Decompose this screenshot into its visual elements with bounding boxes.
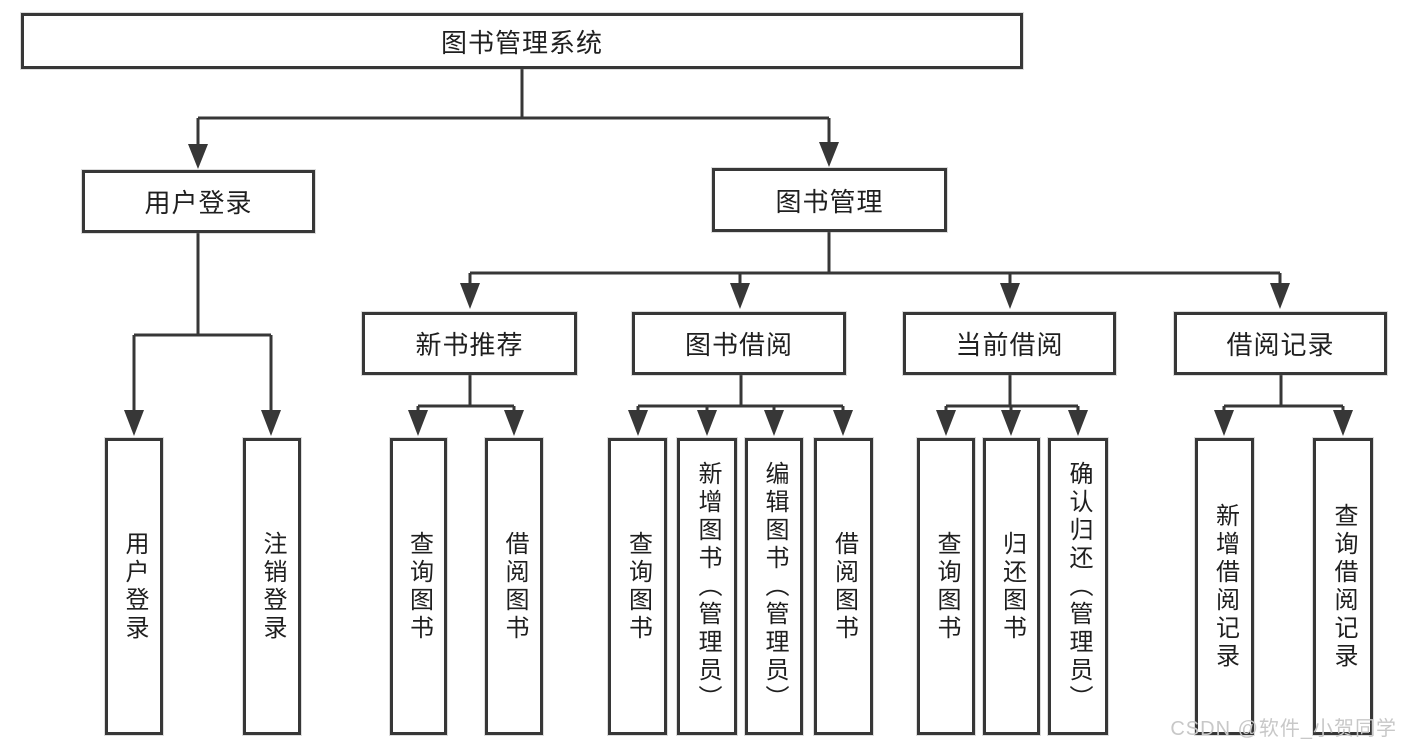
leaf-query-borrow-record: 查询借阅记录: [1313, 438, 1373, 735]
leaf-add-borrow-record: 新增借阅记录: [1195, 438, 1254, 735]
arrowheads-borrow-leaves: [628, 410, 853, 436]
node-label: 新增借阅记录: [1211, 502, 1239, 671]
leaf-recommend-borrow-books: 借阅图书: [485, 438, 543, 735]
node-book-management: 图书管理: [712, 168, 947, 232]
node-label: 借阅图书: [501, 530, 528, 643]
arrowheads-recommend-leaves: [408, 410, 524, 436]
node-label: 查询图书: [624, 530, 652, 643]
node-borrowing-records: 借阅记录: [1174, 312, 1387, 375]
node-label: 图书借阅: [684, 330, 793, 360]
leaf-current-query-books: 查询图书: [917, 438, 975, 735]
leaf-confirm-return-admin: 确认归还（管理员）: [1048, 438, 1108, 735]
arrowheads-current-leaves: [936, 410, 1088, 436]
leaf-borrow-query-books: 查询图书: [608, 438, 667, 735]
node-label: 确认归还（管理员）: [1065, 460, 1092, 713]
connector-current-to-leaves: [944, 375, 1080, 411]
node-label: 查询借阅记录: [1330, 502, 1357, 671]
node-label: 图书管理: [775, 186, 884, 217]
node-label: 新书推荐: [415, 330, 524, 360]
node-new-book-recommendation: 新书推荐: [362, 312, 577, 375]
node-book-borrowing: 图书借阅: [632, 312, 846, 375]
connector-records-to-leaves: [1222, 375, 1345, 411]
node-label: 查询图书: [405, 530, 433, 643]
node-label: 归还图书: [998, 530, 1026, 643]
node-user-login: 用户登录: [82, 170, 315, 233]
node-label: 用户登录: [121, 530, 148, 643]
node-label: 用户登录: [144, 188, 253, 218]
leaf-borrow-books: 借阅图书: [814, 438, 873, 735]
node-library-management-system: 图书管理系统: [21, 13, 1023, 69]
node-label: 新增图书（管理员）: [694, 460, 721, 713]
node-label: 注销登录: [259, 530, 286, 643]
leaf-edit-books-admin: 编辑图书（管理员）: [745, 438, 803, 735]
node-current-borrowing: 当前借阅: [903, 312, 1116, 375]
connector-user-login-to-leaves: [132, 233, 273, 411]
node-label: 当前借阅: [955, 330, 1064, 360]
leaf-return-books: 归还图书: [983, 438, 1040, 735]
arrowheads-records-leaves: [1214, 410, 1353, 436]
leaf-user-login: 用户登录: [105, 438, 163, 735]
connector-book-management-to-level3: [468, 232, 1282, 284]
leaf-recommend-query-books: 查询图书: [390, 438, 447, 735]
node-label: 查询图书: [933, 530, 960, 643]
arrowheads-level2: [188, 142, 839, 169]
node-label: 编辑图书（管理员）: [761, 460, 788, 713]
connector-root-to-level2: [196, 69, 831, 145]
node-label: 借阅图书: [830, 530, 858, 643]
csdn-watermark: CSDN @软件_小贺同学: [1170, 718, 1397, 740]
arrowheads-user-login-leaves: [124, 410, 281, 436]
node-label: 图书管理系统: [440, 27, 603, 58]
connector-recommend-to-leaves: [416, 375, 516, 411]
leaf-add-books-admin: 新增图书（管理员）: [677, 438, 737, 735]
arrowheads-level3: [460, 283, 1290, 309]
leaf-logout: 注销登录: [243, 438, 301, 735]
connector-borrow-to-leaves: [636, 375, 845, 411]
node-label: 借阅记录: [1226, 330, 1335, 360]
